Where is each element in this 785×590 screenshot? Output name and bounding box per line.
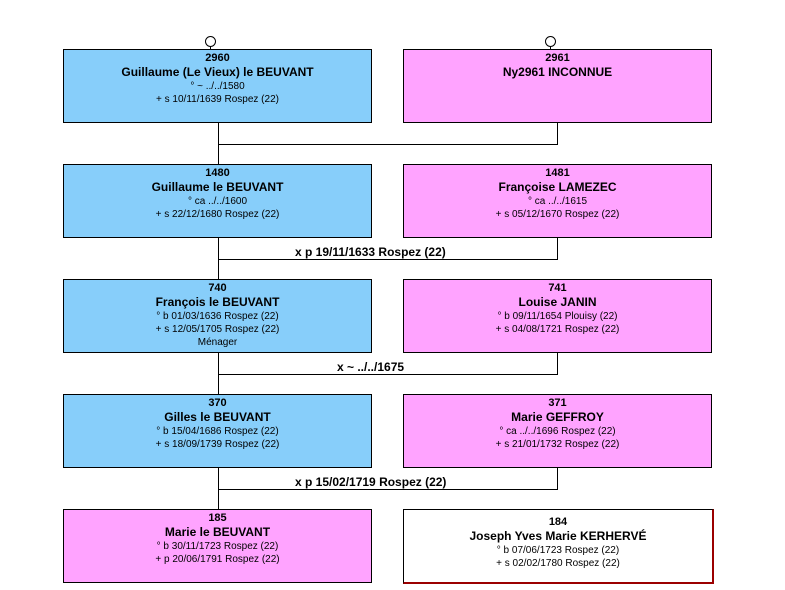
person-box-1480[interactable]: 1480 Guillaume le BEUVANT ° ca ../../160… <box>63 164 372 238</box>
sosa-number: 2960 <box>205 52 230 64</box>
death-info: + s 04/08/1721 Rospez (22) <box>495 324 620 335</box>
person-name: Gilles le BEUVANT <box>164 410 271 424</box>
sosa-number: 371 <box>548 397 567 409</box>
birth-info: ° ca ../../1600 <box>187 196 248 207</box>
connector-line <box>557 353 558 374</box>
person-name: Guillaume le BEUVANT <box>151 180 284 194</box>
person-box-2961[interactable]: 2961 Ny2961 INCONNUE <box>403 49 712 123</box>
death-info: + s 22/12/1680 Rospez (22) <box>155 209 280 220</box>
person-box-371[interactable]: 371 Marie GEFFROY ° ca ../../1696 Rospez… <box>403 394 712 468</box>
person-name: Guillaume (Le Vieux) le BEUVANT <box>121 65 314 79</box>
death-info: + s 02/02/1780 Rospez (22) <box>496 558 620 569</box>
connector-line <box>218 144 219 164</box>
sosa-number: 185 <box>208 512 227 524</box>
birth-info: ° b 01/03/1636 Rospez (22) <box>156 311 279 322</box>
birth-info: ° b 15/04/1686 Rospez (22) <box>156 426 279 437</box>
connector-line <box>218 238 219 279</box>
person-name: François le BEUVANT <box>155 295 280 309</box>
person-name: Louise JANIN <box>518 295 597 309</box>
marriage-label: x p 19/11/1633 Rospez (22) <box>295 245 446 259</box>
connector-line <box>557 468 558 489</box>
birth-info: ° ca ../../1696 Rospez (22) <box>499 426 616 437</box>
connector-line <box>550 46 551 50</box>
person-box-740[interactable]: 740 François le BEUVANT ° b 01/03/1636 R… <box>63 279 372 353</box>
sosa-number: 2961 <box>545 52 570 64</box>
birth-info: ° b 07/06/1723 Rospez (22) <box>496 545 620 556</box>
sosa-number: 1480 <box>205 167 230 179</box>
marriage-label: x p 15/02/1719 Rospez (22) <box>295 475 447 489</box>
death-info: + s 12/05/1705 Rospez (22) <box>155 324 280 335</box>
person-name: Marie le BEUVANT <box>164 525 271 539</box>
marriage-label: x ~ ../../1675 <box>337 360 405 374</box>
sosa-number: 740 <box>208 282 227 294</box>
connector-line <box>557 238 558 259</box>
connector-line <box>218 259 558 260</box>
person-box-741[interactable]: 741 Louise JANIN ° b 09/11/1654 Plouisy … <box>403 279 712 353</box>
connector-line <box>557 123 558 145</box>
person-box-185[interactable]: 185 Marie le BEUVANT ° b 30/11/1723 Rosp… <box>63 509 372 583</box>
death-info: + s 10/11/1639 Rospez (22) <box>156 94 279 105</box>
connector-line <box>218 353 219 394</box>
sosa-number: 370 <box>208 397 227 409</box>
person-box-2960[interactable]: 2960 Guillaume (Le Vieux) le BEUVANT ° ~… <box>63 49 372 123</box>
connector-line <box>218 144 558 145</box>
sosa-number: 184 <box>548 516 568 528</box>
sosa-number: 1481 <box>545 167 570 179</box>
birth-info: ° b 09/11/1654 Plouisy (22) <box>497 311 618 322</box>
birth-info: ° b 30/11/1723 Rospez (22) <box>156 541 279 552</box>
person-box-370[interactable]: 370 Gilles le BEUVANT ° b 15/04/1686 Ros… <box>63 394 372 468</box>
birth-info: ° ca ../../1615 <box>527 196 588 207</box>
death-info: + s 18/09/1739 Rospez (22) <box>155 439 280 450</box>
connector-line <box>218 374 558 375</box>
sosa-number: 741 <box>548 282 567 294</box>
person-box-184[interactable]: 184 Joseph Yves Marie KERHERVÉ ° b 07/06… <box>403 509 714 584</box>
person-name: Ny2961 INCONNUE <box>502 65 613 79</box>
death-info: + s 21/01/1732 Rospez (22) <box>495 439 620 450</box>
birth-info: ° ~ ../../1580 <box>190 81 245 92</box>
person-name: Marie GEFFROY <box>511 410 604 424</box>
person-name: Françoise LAMEZEC <box>498 180 617 194</box>
death-info: + p 20/06/1791 Rospez (22) <box>155 554 280 565</box>
death-info: + s 05/12/1670 Rospez (22) <box>495 209 620 220</box>
connector-line <box>218 489 558 490</box>
person-name: Joseph Yves Marie KERHERVÉ <box>469 529 647 543</box>
occupation: Ménager <box>197 337 238 348</box>
connector-line <box>218 123 219 145</box>
connector-line <box>210 46 211 50</box>
connector-line <box>218 468 219 509</box>
person-box-1481[interactable]: 1481 Françoise LAMEZEC ° ca ../../1615 +… <box>403 164 712 238</box>
